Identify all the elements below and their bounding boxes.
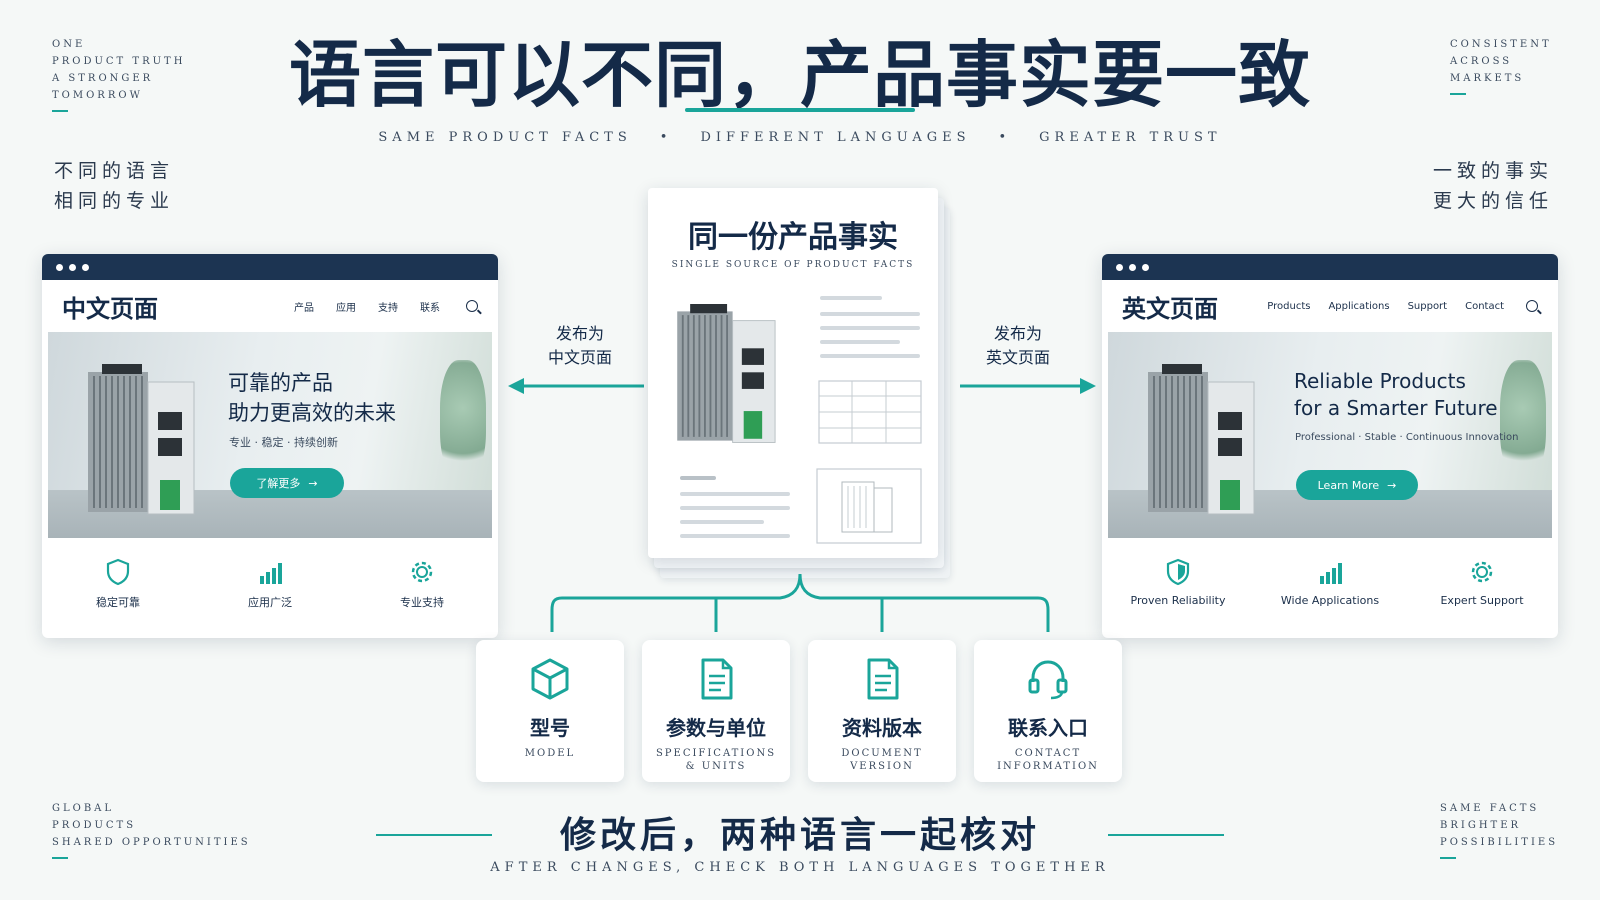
gear-icon [411,561,433,583]
feature-row: 稳定可靠 应用广泛 专业支持 [42,538,498,610]
title-underline [685,108,915,112]
side-text-right: 一致的事实 更大的信任 [1433,160,1554,212]
page-subtitle: SAME PRODUCT FACTS•DIFFERENT LANGUAGES•G… [378,130,1222,145]
headset-icon [1028,660,1068,700]
bottom-subtitle: AFTER CHANGES, CHECK BOTH LANGUAGES TOGE… [490,860,1110,875]
feature-reliability: 稳定可靠 [48,558,188,610]
bottom-title: 修改后，两种语言一起核对 [559,814,1040,856]
bottom-rule-left [376,834,492,836]
document-text-line [820,312,920,316]
hero-headline: Reliable Products for a Smarter Future [1294,369,1498,420]
feature-row: Proven Reliability Wide Applications Exp… [1102,538,1558,607]
publish-en-label: 发布为 英文页面 [985,324,1050,367]
hero-tagline: 专业 · 稳定 · 持续创新 [229,436,338,449]
hero-banner: 可靠的产品 助力更高效的未来 专业 · 稳定 · 持续创新 了解更多→ [48,332,492,538]
gear-icon [1471,561,1493,583]
feature-support: Expert Support [1412,558,1552,607]
site-nav: 英文页面 Products Applications Support Conta… [1102,280,1558,332]
document-subtitle: SINGLE SOURCE OF PRODUCT FACTS [671,260,915,270]
browser-window-en: 英文页面 Products Applications Support Conta… [1102,254,1558,638]
feature-support: 专业支持 [352,558,492,610]
corner-text-bottom-left: GLOBAL PRODUCTS SHARED OPPORTUNITIES [52,800,251,859]
document-text-line [680,520,764,524]
arrow-right-icon: → [1387,478,1397,492]
feature-reliability: Proven Reliability [1108,558,1248,607]
nav-link-products[interactable]: 产品 [294,302,314,314]
corner-text-top-right: CONSISTENT ACROSS MARKETS [1450,36,1552,95]
fact-card-model: 型号 MODEL [476,640,624,782]
document-icon [867,658,899,700]
corner-text-bottom-right: SAME FACTS BRIGHTER POSSIBILITIES [1440,800,1558,859]
search-icon[interactable] [1526,300,1538,312]
device-image [1148,364,1255,515]
document-text-line [820,296,882,300]
fact-card-specifications: 参数与单位 SPECIFICATIONS& UNITS [642,640,790,782]
plant-decoration [440,360,486,480]
device-drawing-thumbnail [816,468,922,544]
nav-link-applications[interactable]: 应用 [336,302,356,314]
site-brand: 中文页面 [62,293,158,323]
document-text-line [680,476,716,480]
hero-tagline: Professional · Stable · Continuous Innov… [1295,432,1519,443]
device-image [88,364,195,515]
nav-link-products[interactable]: Products [1267,300,1311,312]
connector-lines [550,573,1050,632]
bar-chart-icon [1320,563,1342,584]
cube-icon [531,658,569,700]
browser-titlebar [42,254,498,280]
search-icon[interactable] [466,300,478,312]
document-text-line [820,340,900,344]
nav-link-support[interactable]: Support [1407,300,1448,312]
corner-dash [1440,857,1456,859]
spec-table [818,380,922,444]
document-icon [701,658,733,700]
arrow-right-icon: → [308,476,318,490]
arrow-left-icon [508,378,644,394]
browser-titlebar [1102,254,1558,280]
publish-cn-label: 发布为 中文页面 [547,324,612,367]
browser-window-cn: 中文页面 产品 应用 支持 联系 可靠的产品 助力更高效的未来 [42,254,498,638]
shield-icon [106,558,130,586]
plant-decoration [1500,360,1546,480]
hero-banner: Reliable Products for a Smarter Future P… [1108,332,1552,538]
nav-link-contact[interactable]: 联系 [420,302,440,314]
learn-more-button[interactable]: 了解更多→ [230,468,344,498]
document-text-line [680,506,790,510]
site-nav: 中文页面 产品 应用 支持 联系 [42,280,498,332]
corner-dash [52,110,68,112]
hero-headline: 可靠的产品 助力更高效的未来 [228,371,396,425]
arrow-right-icon [960,378,1096,394]
learn-more-button[interactable]: Learn More→ [1296,470,1418,500]
document-text-line [820,326,920,330]
corner-dash [52,857,68,859]
bar-chart-icon [260,563,282,584]
document-text-line [680,534,790,538]
side-text-left: 不同的语言 相同的专业 [54,160,175,212]
corner-dash [1450,93,1466,95]
page-title: 语言可以不同，产品事实要一致 [288,32,1311,117]
document-text-line [680,492,790,496]
site-brand: 英文页面 [1122,293,1218,323]
nav-link-support[interactable]: 支持 [378,302,398,314]
document-text-line [820,354,920,358]
feature-applications: Wide Applications [1260,558,1400,607]
nav-link-contact[interactable]: Contact [1465,300,1504,312]
shield-icon [1166,558,1190,586]
feature-applications: 应用广泛 [200,558,340,610]
corner-text-top-left: ONE PRODUCT TRUTH A STRONGER TOMORROW [52,36,185,112]
nav-link-applications[interactable]: Applications [1328,300,1390,312]
device-image [677,304,776,443]
document-title: 同一份产品事实 [688,220,898,255]
bottom-rule-right [1108,834,1224,836]
